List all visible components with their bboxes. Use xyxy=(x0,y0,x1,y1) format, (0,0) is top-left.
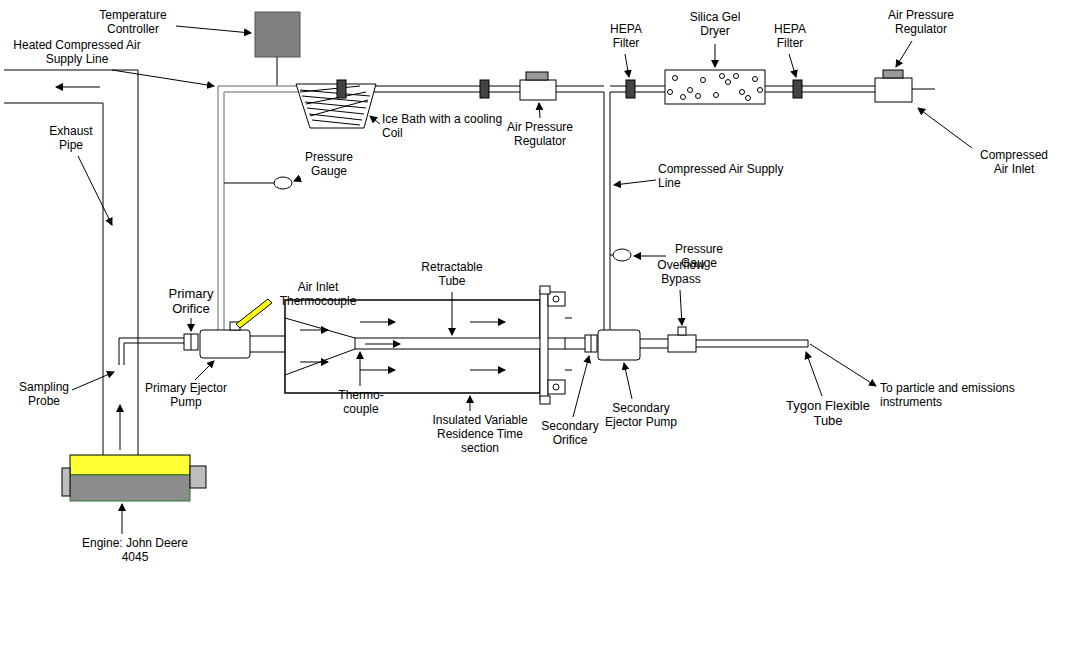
gel-bead xyxy=(688,88,693,93)
gel-bead xyxy=(740,90,745,95)
callout-label: Air Pressure Regulator xyxy=(494,120,586,148)
gel-bead xyxy=(681,95,686,100)
callout-label: Ice Bath with a cooling Coil xyxy=(382,112,522,140)
gel-bead xyxy=(720,74,725,79)
gel-bead xyxy=(714,93,719,98)
secondary-ejector-assembly xyxy=(565,327,808,360)
callout-label: Tygon Flexible Tube xyxy=(784,398,872,428)
pressure-gauges xyxy=(224,177,631,261)
callout-label: Insulated Variable Residence Time sectio… xyxy=(418,413,542,455)
callout-label: Sampling Probe xyxy=(10,380,78,408)
callout-label: Heated Compressed Air Supply Line xyxy=(12,38,142,66)
gel-bead xyxy=(701,78,706,83)
ice-bath-coil xyxy=(296,84,376,128)
heated-air-line xyxy=(218,86,300,330)
exhaust-pipe xyxy=(4,70,138,455)
gel-bead xyxy=(734,74,739,79)
callout-label: Secondary Ejector Pump xyxy=(598,401,684,429)
callout-label: Silica Gel Dryer xyxy=(684,10,746,38)
gel-bead xyxy=(753,77,758,82)
callout-label: HEPA Filter xyxy=(604,22,648,50)
callout-label: Air Inlet Thermocouple xyxy=(274,280,362,308)
engine xyxy=(62,455,206,501)
gel-bead xyxy=(673,76,678,81)
callout-label: Retractable Tube xyxy=(412,260,492,288)
callout-label: Engine: John Deere 4045 xyxy=(72,536,198,564)
callout-label: Secondary Orifice xyxy=(534,419,606,447)
callout-label: Air Pressure Regulator xyxy=(880,8,962,36)
silica-gel-dryer xyxy=(665,70,765,104)
callout-label: Compressed Air Inlet xyxy=(975,148,1053,176)
gel-bead xyxy=(726,80,731,85)
callout-label: Overflow Bypass xyxy=(646,258,716,286)
gel-bead xyxy=(668,90,673,95)
callout-label: HEPA Filter xyxy=(768,22,812,50)
leader-arrows xyxy=(72,26,972,534)
temperature-controller xyxy=(255,12,300,86)
gel-bead xyxy=(696,94,701,99)
callout-label: Thermo- couple xyxy=(336,388,386,416)
compressed-air-pipe xyxy=(300,86,935,330)
callout-label: Primary Orifice xyxy=(160,286,222,316)
callout-label: Compressed Air Supply Line xyxy=(658,162,793,190)
callout-label: Pressure Gauge xyxy=(300,150,358,178)
callout-label: Exhaust Pipe xyxy=(42,124,100,152)
callout-label: Primary Ejector Pump xyxy=(142,381,230,409)
gel-bead xyxy=(746,96,751,101)
callout-label: To particle and emissions instruments xyxy=(880,381,1055,409)
gel-bead xyxy=(758,88,763,93)
sampling-probe xyxy=(119,338,184,365)
callout-label: Temperature Controller xyxy=(92,8,174,36)
